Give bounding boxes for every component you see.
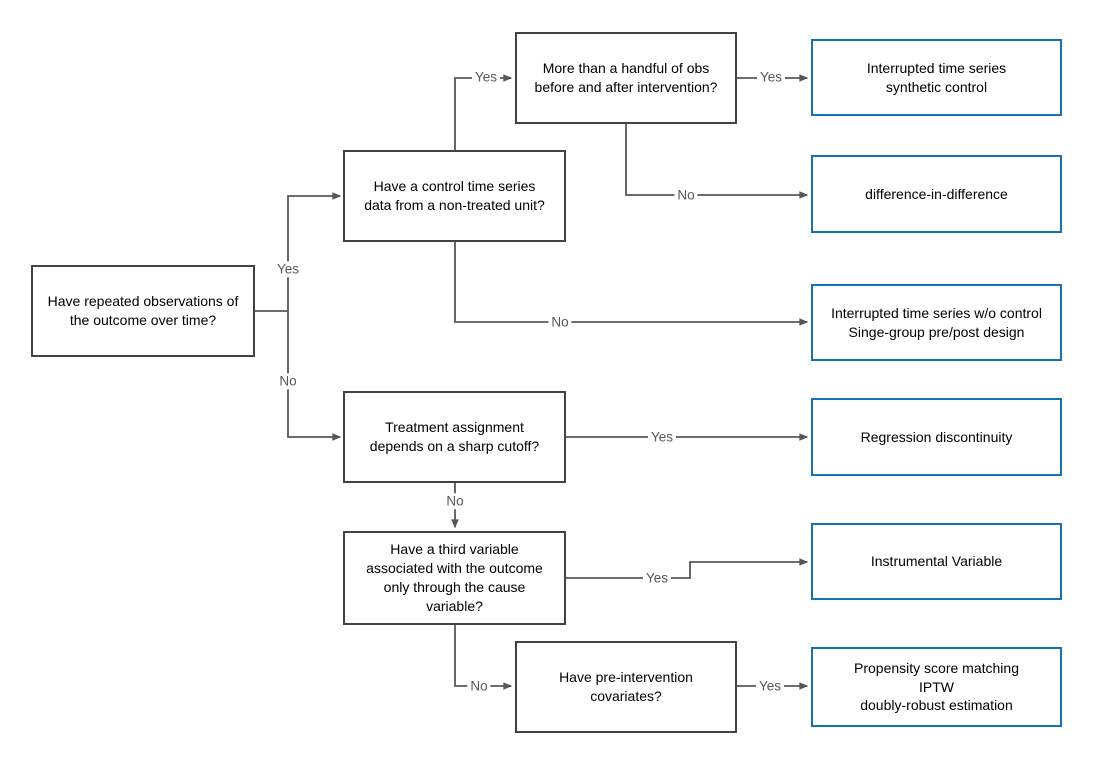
edge-start-yes bbox=[287, 192, 342, 311]
edge-label-handful-no: No bbox=[674, 187, 698, 203]
node-control-time-series: Have a control time series data from a n… bbox=[343, 150, 566, 242]
node-pre-intervention-covariates: Have pre-intervention covariates? bbox=[515, 641, 737, 733]
edge-start-no bbox=[287, 311, 342, 441]
edge-label-cutoff-no: No bbox=[443, 493, 467, 509]
node-sharp-cutoff: Treatment assignment depends on a sharp … bbox=[343, 391, 566, 483]
node-interrupted-ts-no-control: Interrupted time series w/o control Sing… bbox=[811, 284, 1062, 361]
edge-third-yes bbox=[566, 558, 809, 579]
edge-label-covariates-yes: Yes bbox=[755, 678, 785, 694]
edge-label-cutoff-yes: Yes bbox=[647, 429, 677, 445]
node-third-variable: Have a third variable associated with th… bbox=[343, 531, 566, 625]
edge-label-start-no: No bbox=[276, 373, 300, 389]
node-regression-discontinuity: Regression discontinuity bbox=[811, 398, 1062, 476]
node-instrumental-variable: Instrumental Variable bbox=[811, 523, 1062, 600]
edge-control-yes bbox=[454, 74, 513, 150]
node-handful-of-obs: More than a handful of obs before and af… bbox=[515, 32, 737, 124]
edge-label-handful-yes: Yes bbox=[756, 69, 786, 85]
edge-third-no bbox=[454, 625, 513, 690]
edge-control-no bbox=[454, 242, 809, 326]
node-interrupted-ts-synthetic-control: Interrupted time series synthetic contro… bbox=[811, 39, 1062, 116]
node-repeated-observations: Have repeated observations of the outcom… bbox=[31, 265, 255, 357]
edge-label-control-no: No bbox=[548, 314, 572, 330]
node-difference-in-difference: difference-in-difference bbox=[811, 155, 1062, 233]
edge-label-third-no: No bbox=[467, 678, 491, 694]
edge-handful-no bbox=[625, 124, 809, 199]
edge-label-third-yes: Yes bbox=[642, 570, 672, 586]
edge-label-control-yes: Yes bbox=[471, 69, 501, 85]
node-propensity-iptw-doubly-robust: Propensity score matching IPTW doubly-ro… bbox=[811, 647, 1062, 727]
edge-label-start-yes: Yes bbox=[273, 261, 303, 277]
